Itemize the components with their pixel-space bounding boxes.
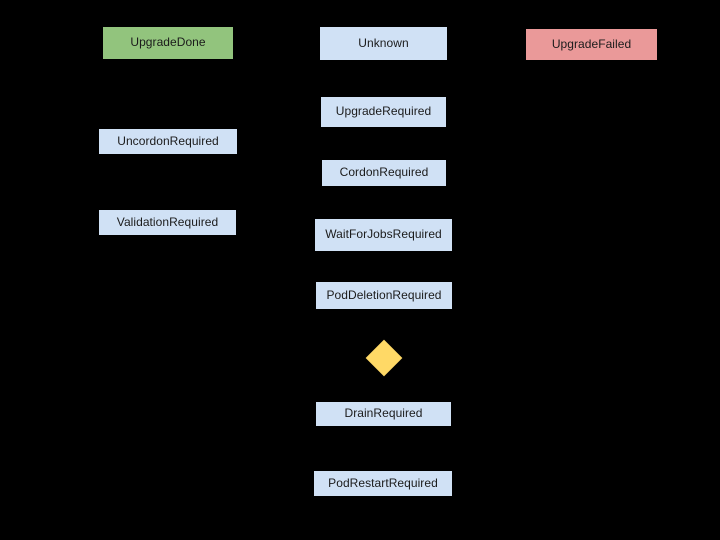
node-label: UncordonRequired <box>117 133 219 148</box>
node-label: PodRestartRequired <box>328 475 438 490</box>
node-label: ValidationRequired <box>116 214 219 229</box>
node-wait-for-jobs-required[interactable]: WaitForJobsRequired <box>315 219 452 251</box>
node-drain-required[interactable]: DrainRequired <box>316 402 451 426</box>
node-label: UpgradeFailed <box>551 36 632 51</box>
decision-diamond-icon[interactable] <box>365 339 403 377</box>
node-uncordon-required[interactable]: UncordonRequired <box>99 129 237 154</box>
node-upgrade-done[interactable]: UpgradeDone <box>103 27 233 59</box>
node-label: DrainRequired <box>344 406 423 421</box>
node-label: UpgradeRequired <box>335 104 432 119</box>
node-validation-required[interactable]: ValidationRequired <box>99 210 236 235</box>
node-upgrade-failed[interactable]: UpgradeFailed <box>526 29 657 60</box>
node-cordon-required[interactable]: CordonRequired <box>322 160 446 186</box>
node-pod-restart-required[interactable]: PodRestartRequired <box>314 471 452 496</box>
node-unknown[interactable]: Unknown <box>320 27 447 60</box>
node-pod-deletion-required[interactable]: PodDeletionRequired <box>316 282 452 309</box>
node-upgrade-required[interactable]: UpgradeRequired <box>321 97 446 127</box>
node-label: WaitForJobsRequired <box>325 227 442 242</box>
node-label: PodDeletionRequired <box>326 287 442 302</box>
node-label: UpgradeDone <box>130 35 206 50</box>
node-label: Unknown <box>358 35 409 50</box>
node-label: CordonRequired <box>339 165 429 180</box>
